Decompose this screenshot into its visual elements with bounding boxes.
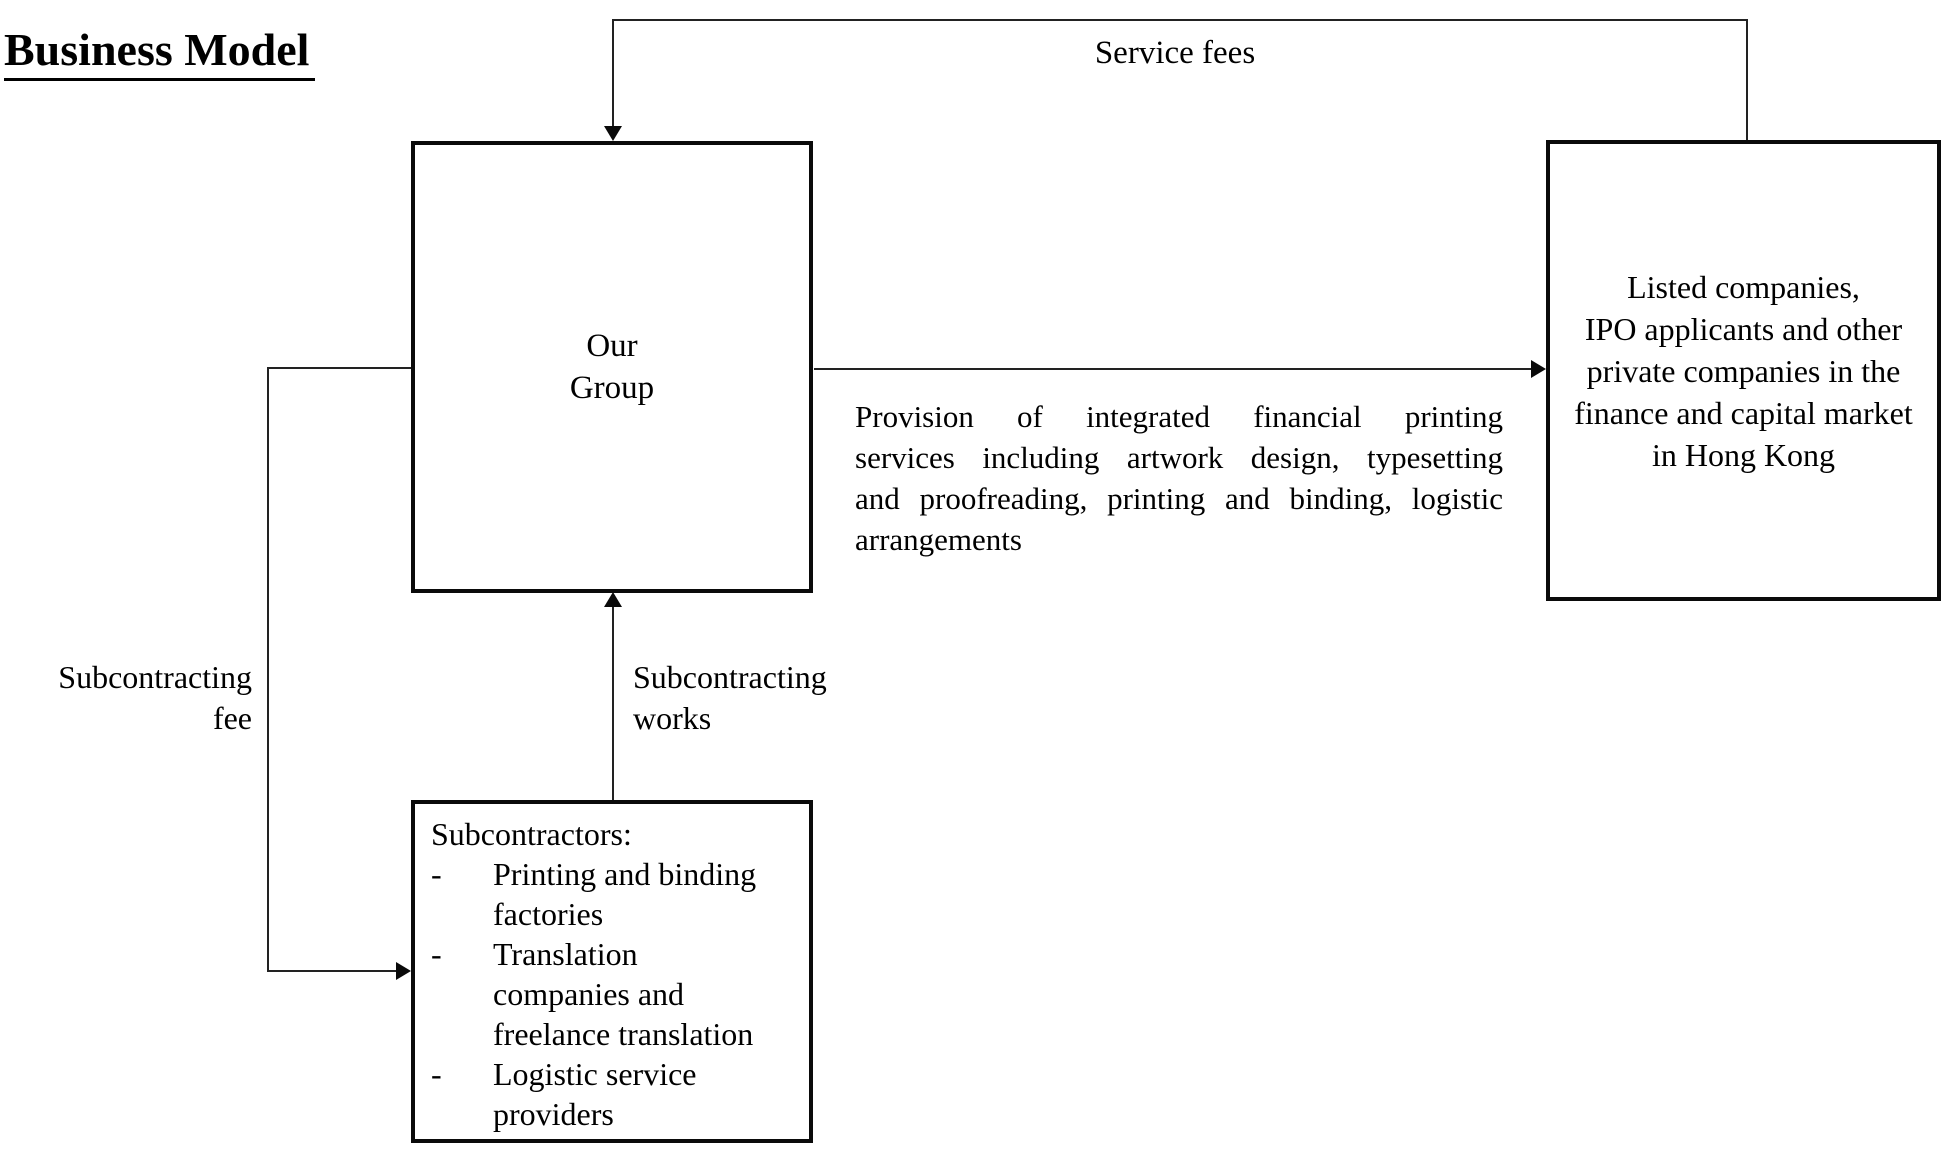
arrowhead-up-icon (604, 592, 622, 607)
provision-label-line: services including artwork design, types… (855, 440, 1503, 475)
subcontractors-heading: Subcontractors: (431, 816, 632, 852)
subcontracting-fee-line-top (267, 367, 411, 369)
service-fees-line-horizontal (612, 19, 1748, 21)
list-item-text: Printing and binding factories (493, 856, 757, 932)
page-title: Business Model (4, 24, 316, 81)
service-fees-label: Service fees (1094, 35, 1256, 71)
subcontracting-works-label: Subcontracting works (633, 659, 827, 736)
dash-bullet: - (431, 936, 442, 972)
service-fees-line-left-vertical (612, 19, 614, 128)
list-item: - Printing and binding factories (431, 854, 795, 934)
list-item-text: Logistic service providers (493, 1056, 697, 1132)
provision-label-line: Provision of integrated financial printi… (855, 399, 1503, 434)
subcontracting-fee-line-bottom (267, 970, 398, 972)
service-fees-line-right-vertical (1746, 19, 1748, 141)
provision-label-line: arrangements (855, 522, 1022, 557)
our-group-label: Our Group (569, 328, 655, 406)
dash-bullet: - (431, 856, 442, 892)
our-group-box: Our Group (411, 141, 813, 593)
dash-bullet: - (431, 1056, 442, 1092)
subcontractors-box: Subcontractors: - Printing and binding f… (411, 800, 813, 1143)
provision-arrow-line (814, 368, 1534, 370)
list-item: - Logistic service providers (431, 1054, 795, 1134)
arrowhead-right-icon (1531, 360, 1546, 378)
subcontracting-fee-label: Subcontracting fee (58, 659, 252, 736)
clients-box: Listed companies, IPO applicants and oth… (1546, 140, 1941, 601)
provision-label-line: and proofreading, printing and binding, … (855, 481, 1503, 516)
arrowhead-down-icon (604, 126, 622, 141)
subcontracting-works-line (612, 606, 614, 800)
list-item-text: Translation companies and freelance tran… (493, 936, 754, 1052)
arrowhead-right-icon (396, 962, 411, 980)
clients-label: Listed companies, IPO applicants and oth… (1574, 268, 1913, 473)
subcontracting-fee-line-vertical (267, 367, 269, 972)
list-item: - Translation companies and freelance tr… (431, 934, 795, 1054)
provision-label: Provision of integrated financial printi… (855, 396, 1503, 560)
